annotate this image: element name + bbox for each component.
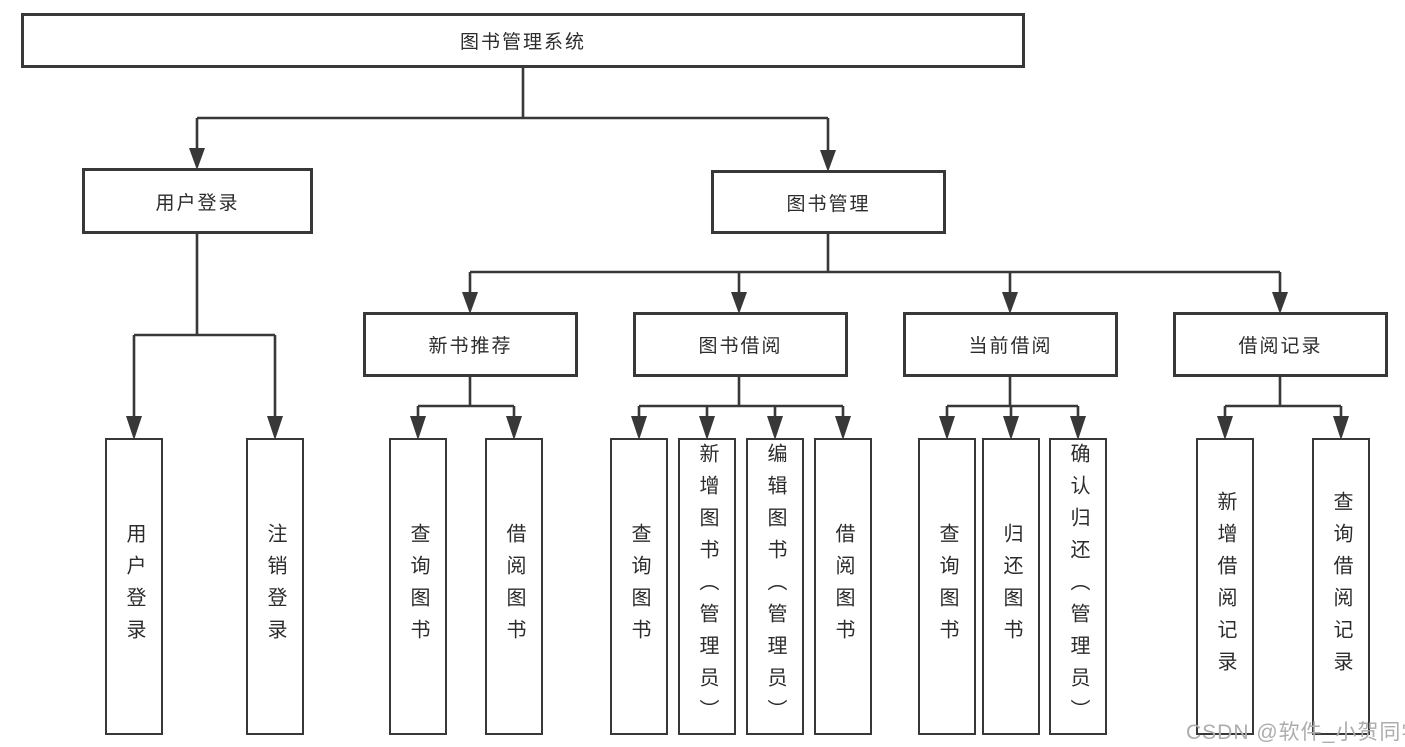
leaf-label: 编辑图书（管理员）: [764, 442, 786, 731]
arrowhead-icon: [189, 148, 205, 170]
leaf-label: 新增借阅记录: [1214, 490, 1236, 683]
arrowhead-icon: [631, 416, 647, 440]
leaf-query-books-borrowing: 查询图书: [610, 438, 668, 735]
leaf-label: 查询图书: [936, 522, 958, 651]
leaf-query-borrow-record: 查询借阅记录: [1312, 438, 1370, 735]
leaf-label: 归还图书: [1000, 522, 1022, 651]
arrowhead-icon: [731, 292, 747, 314]
connector-borrowing-records-to-leaves: [1217, 377, 1349, 440]
leaf-confirm-return-admin: 确认归还（管理员）: [1049, 438, 1107, 735]
leaf-borrow-books-recommend: 借阅图书: [485, 438, 543, 735]
arrowhead-icon: [126, 416, 142, 440]
leaf-label: 查询图书: [407, 522, 429, 651]
leaf-user-login: 用户登录: [105, 438, 163, 735]
watermark: CSDN @软件_小贺同学: [1186, 721, 1405, 744]
node-borrowing-records: 借阅记录: [1173, 312, 1388, 377]
arrowhead-icon: [410, 416, 426, 440]
arrowhead-icon: [820, 150, 836, 172]
arrowhead-icon: [1070, 416, 1086, 440]
leaf-label: 查询图书: [628, 522, 650, 651]
leaf-return-books: 归还图书: [982, 438, 1040, 735]
leaf-add-book-admin: 新增图书（管理员）: [678, 438, 736, 735]
connector-new-book-recommend-to-leaves: [410, 377, 522, 440]
node-book-borrowing: 图书借阅: [633, 312, 848, 377]
node-user-login: 用户登录: [82, 168, 313, 234]
node-library-management-system: 图书管理系统: [21, 13, 1025, 68]
connector-user-login-to-leaves: [126, 234, 283, 440]
arrowhead-icon: [835, 416, 851, 440]
arrowhead-icon: [699, 416, 715, 440]
node-new-book-recommend: 新书推荐: [363, 312, 578, 377]
leaf-add-borrow-record: 新增借阅记录: [1196, 438, 1254, 735]
arrowhead-icon: [1217, 416, 1233, 440]
leaf-label: 注销登录: [264, 522, 286, 651]
leaf-query-books-current: 查询图书: [918, 438, 976, 735]
leaf-label: 查询借阅记录: [1330, 490, 1352, 683]
arrowhead-icon: [267, 416, 283, 440]
node-book-management: 图书管理: [711, 170, 946, 234]
leaf-label: 确认归还（管理员）: [1067, 442, 1089, 731]
leaf-borrow-books-borrowing: 借阅图书: [814, 438, 872, 735]
arrowhead-icon: [1002, 292, 1018, 314]
leaf-label: 借阅图书: [503, 522, 525, 651]
arrowhead-icon: [1272, 292, 1288, 314]
connector-book-borrowing-to-leaves: [631, 377, 851, 440]
leaf-logout: 注销登录: [246, 438, 304, 735]
arrowhead-icon: [1003, 416, 1019, 440]
arrowhead-icon: [767, 416, 783, 440]
arrowhead-icon: [506, 416, 522, 440]
arrowhead-icon: [939, 416, 955, 440]
leaf-edit-book-admin: 编辑图书（管理员）: [746, 438, 804, 735]
leaf-query-books-recommend: 查询图书: [389, 438, 447, 735]
connector-book-management-to-level3: [462, 234, 1288, 314]
arrowhead-icon: [462, 292, 478, 314]
node-current-borrowing: 当前借阅: [903, 312, 1118, 377]
leaf-label: 用户登录: [123, 522, 145, 651]
connector-current-borrowing-to-leaves: [939, 377, 1086, 440]
connector-root-to-level2: [189, 68, 836, 172]
arrowhead-icon: [1333, 416, 1349, 440]
leaf-label: 借阅图书: [832, 522, 854, 651]
leaf-label: 新增图书（管理员）: [696, 442, 718, 731]
